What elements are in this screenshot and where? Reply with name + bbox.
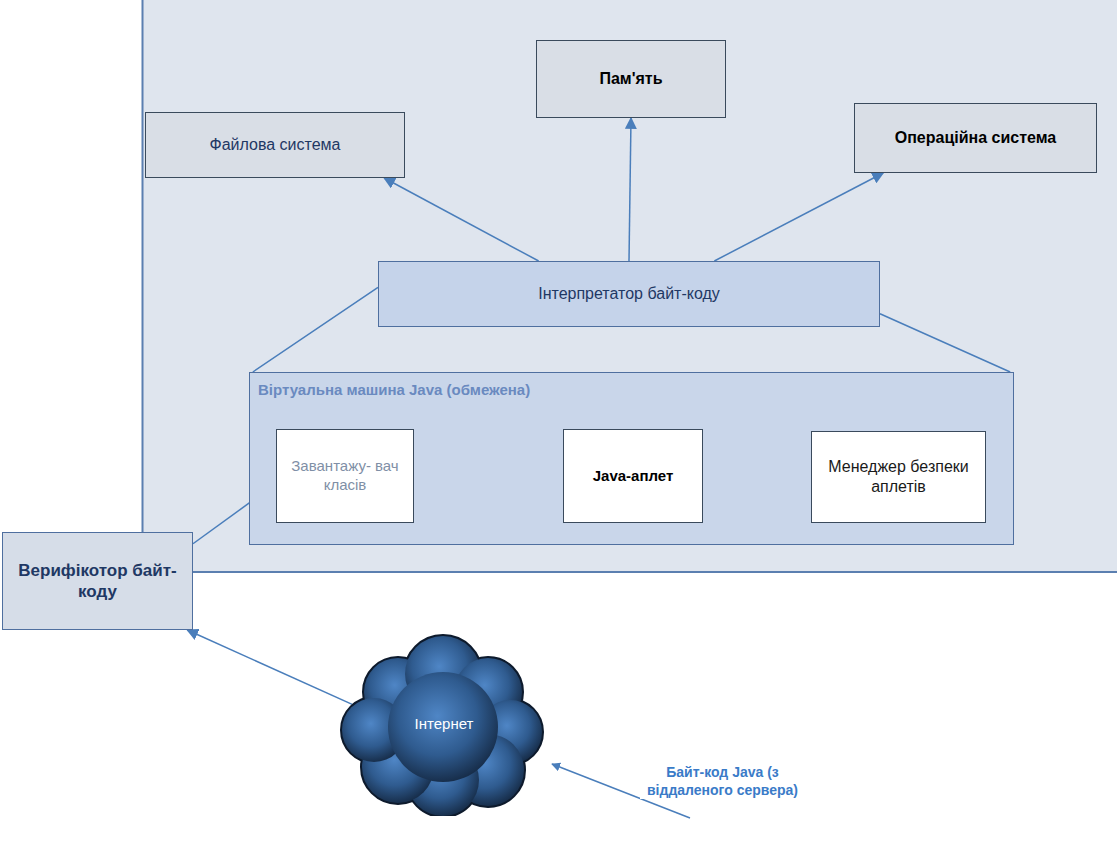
connector: [187, 630, 355, 706]
memory-box: Пам'ять: [536, 40, 726, 118]
node-text: Інтерпретатор байт-коду: [538, 284, 720, 304]
node-text: Файлова система: [210, 135, 341, 155]
node-text: Пам'ять: [599, 69, 662, 89]
node-text: Java-аплет: [593, 467, 674, 486]
jvm-band: Віртуальна машина Java (обмежена) Заванта…: [249, 372, 1014, 545]
node-text: Менеджер безпеки аплетів: [820, 457, 977, 497]
filesystem-box: Файлова система: [145, 112, 405, 178]
security-manager-box: Менеджер безпеки аплетів: [811, 431, 986, 523]
class-loader-box: Завантажу- вач класів: [276, 429, 414, 523]
verifier-box: Верифікотор байт-коду: [2, 532, 193, 630]
source-label: Байт-код Java (з віддаленого сервера): [640, 764, 805, 799]
band-heading: Віртуальна машина Java (обмежена): [258, 381, 530, 400]
connector: [629, 118, 631, 261]
connector: [714, 173, 883, 261]
connector: [384, 178, 538, 261]
node-text: Завантажу- вач класів: [285, 457, 405, 495]
node-text: Операційна система: [895, 128, 1056, 148]
os-box: Операційна система: [854, 103, 1097, 173]
system-panel: [143, 0, 1117, 572]
cloud-puff: [388, 672, 498, 782]
cloud-puff: [388, 672, 498, 782]
node-text: Інтернет: [415, 715, 474, 734]
applet-box: Java-аплет: [563, 429, 703, 523]
node-text: Верифікотор байт-коду: [11, 560, 184, 603]
internet-cloud: Інтернет: [338, 632, 550, 816]
interpreter-box: Інтерпретатор байт-коду: [378, 261, 880, 327]
